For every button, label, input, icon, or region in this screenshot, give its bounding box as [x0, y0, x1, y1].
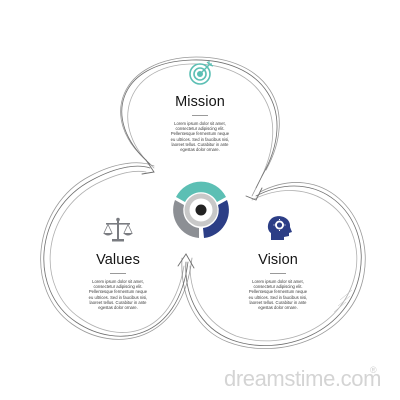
head-idea-icon [267, 216, 292, 240]
watermark-text: dreamstime.com [224, 366, 381, 391]
values-divider [110, 273, 126, 274]
mission-body: Lorem ipsum dolor sit amet, consectetur … [170, 121, 230, 153]
mission-title: Mission [175, 94, 225, 110]
vision-divider [270, 273, 286, 274]
mission-section: Mission Lorem ipsum dolor sit amet, cons… [152, 94, 248, 152]
watermark-registered-mark: ® [370, 365, 377, 375]
sketch-hatch [333, 289, 353, 313]
sketch-circle-mission [120, 56, 280, 201]
vision-section: Vision Lorem ipsum dolor sit amet, conse… [230, 252, 326, 310]
sketch-circle-values [40, 159, 193, 340]
values-title: Values [96, 252, 140, 268]
mission-divider [192, 115, 208, 116]
vision-title: Vision [258, 252, 298, 268]
values-section: Values Lorem ipsum dolor sit amet, conse… [70, 252, 166, 310]
sketch-circle-vision [177, 182, 366, 349]
scales-icon [103, 217, 133, 242]
target-icon [189, 61, 214, 85]
segmented-ring-icon [173, 181, 229, 238]
values-body: Lorem ipsum dolor sit amet, consectetur … [88, 279, 148, 311]
vision-body: Lorem ipsum dolor sit amet, consectetur … [248, 279, 308, 311]
